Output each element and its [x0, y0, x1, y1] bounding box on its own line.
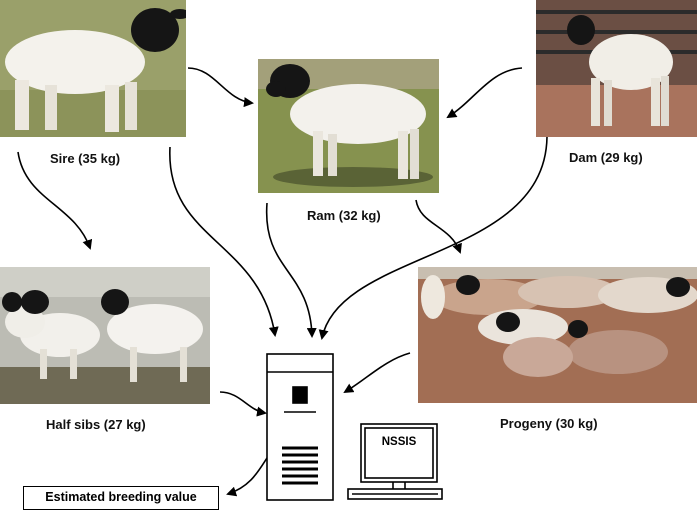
arrow-sire-to-ram [187, 67, 254, 108]
sire-photo [0, 0, 186, 137]
arrow-dam-to-computer [318, 136, 548, 340]
dam-photo [536, 0, 697, 137]
arrow-ram-to-progeny [415, 199, 462, 254]
half-sibs-photo [0, 267, 210, 404]
estimated-breeding-value-box: Estimated breeding value [23, 486, 219, 510]
arrow-half-sibs-to-computer [219, 391, 267, 417]
arrow-sire-to-half-sibs [17, 151, 93, 250]
monitor-icon [347, 423, 443, 500]
arrow-sire-to-computer [169, 146, 279, 337]
computer-tower-icon [266, 353, 334, 501]
tower-vent-lines [282, 446, 318, 485]
sire-label: Sire (35 kg) [50, 151, 121, 166]
half-sibs-label: Half sibs (27 kg) [46, 417, 146, 432]
dam-label: Dam (29 kg) [569, 150, 643, 165]
arrow-ram-to-computer [265, 202, 317, 338]
ram-label: Ram (32 kg) [307, 208, 381, 223]
ram-photo [258, 59, 439, 193]
arrow-progeny-to-computer [343, 352, 411, 394]
progeny-photo [418, 267, 697, 403]
progeny-label: Progeny (30 kg) [500, 416, 598, 431]
arrow-dam-to-ram [446, 67, 523, 119]
monitor-label: NSSIS [381, 436, 417, 448]
